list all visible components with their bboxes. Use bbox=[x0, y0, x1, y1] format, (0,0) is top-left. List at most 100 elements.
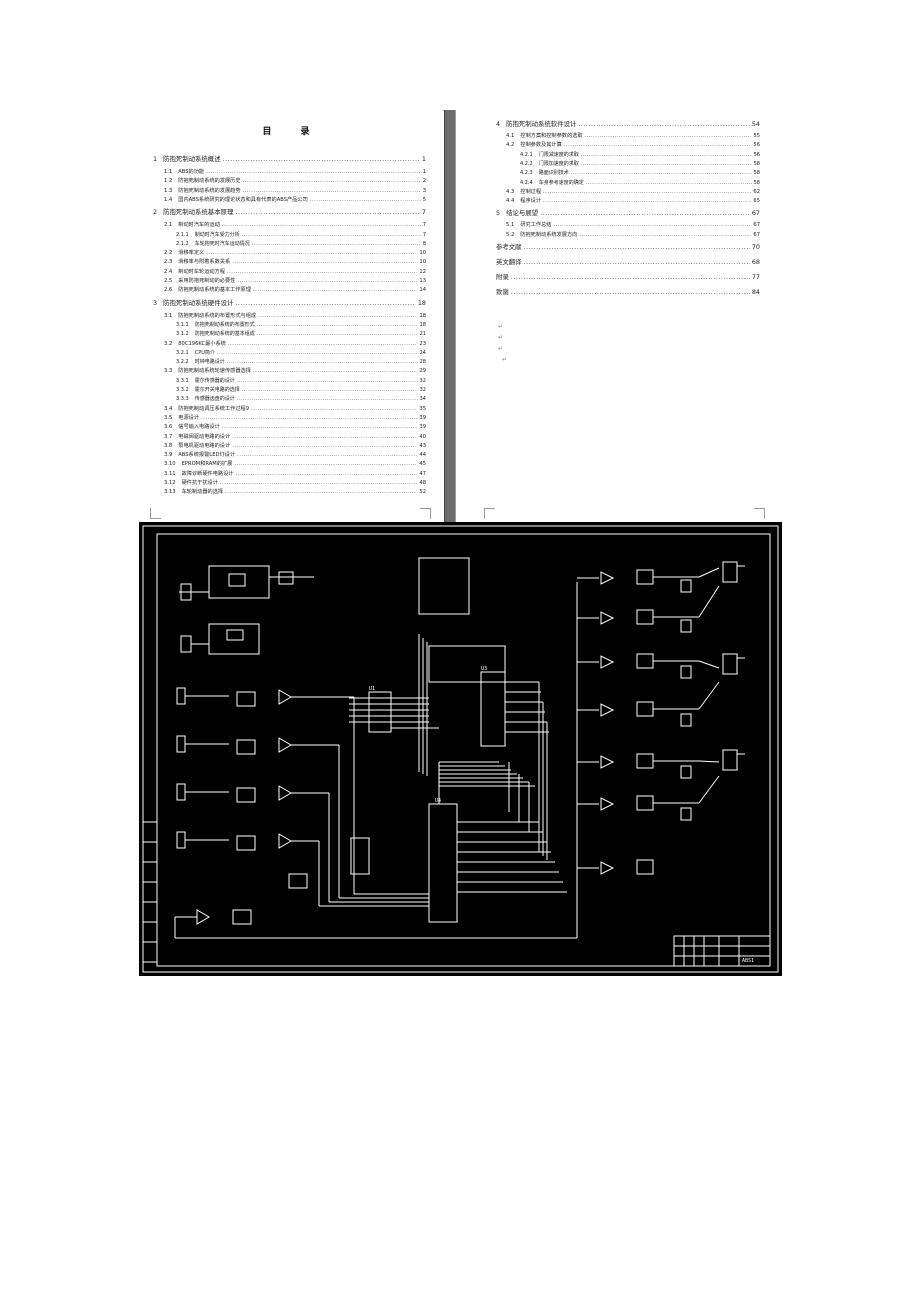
toc-entry-page: 10 bbox=[419, 250, 426, 257]
toc-entry[interactable]: 4防抱死制动系统软件设计54 bbox=[496, 119, 760, 128]
toc-entry[interactable]: 3.1防抱死制动系统的布置形式与组成18 bbox=[164, 312, 426, 319]
toc-entry-number: 4 bbox=[496, 120, 501, 128]
toc-entry-title: 防抱死制动系统的基本组成 bbox=[194, 331, 255, 338]
toc-entry[interactable]: 2.1.1制动时汽车受力分析7 bbox=[176, 231, 426, 238]
chip-mid bbox=[480, 671, 506, 747]
toc-entry[interactable]: 5.2防抱死制动系统发展方向67 bbox=[506, 231, 760, 238]
toc-entry-title: 防抱死制动系统的布置形式与组成 bbox=[178, 312, 257, 319]
toc-entry[interactable]: 3.12硬件抗干扰设计48 bbox=[164, 479, 426, 486]
toc-entry[interactable]: 4.2.3路面识别技术58 bbox=[520, 169, 760, 176]
toc-leader-dots bbox=[232, 443, 417, 449]
toc-entry-title: 硬件抗干扰设计 bbox=[181, 480, 218, 486]
toc-entry[interactable]: 4.2控制参数及其计算56 bbox=[506, 141, 760, 148]
toc-entry[interactable]: 3.1.1防抱死制动系统的布置形式18 bbox=[176, 321, 426, 328]
toc-entry-number: 1.1 bbox=[164, 169, 173, 175]
latch-chip-label: U1 bbox=[369, 686, 375, 692]
toc-leader-dots bbox=[201, 415, 417, 421]
toc-entry[interactable]: 1防抱死制动系统概述1 bbox=[153, 154, 426, 163]
toc-entry[interactable]: 5结论与展望67 bbox=[496, 208, 760, 217]
toc-entry[interactable]: 3.7电磁阀驱动电路的设计40 bbox=[164, 433, 426, 440]
toc-entry[interactable]: 2.5采用防抱死制动的必要性13 bbox=[164, 277, 426, 284]
toc-entry-title: 门限减速度的求取 bbox=[538, 151, 579, 158]
toc-leader-dots bbox=[553, 222, 751, 228]
toc-entry-title: ABS系统报警LED灯设计 bbox=[178, 452, 236, 459]
toc-entry[interactable]: 2.3滑移率与附着系数关系10 bbox=[164, 258, 426, 265]
toc-entry[interactable]: 4.1控制方案和控制参数的选取55 bbox=[506, 132, 760, 139]
toc-entry[interactable]: 1.1ABS的功能1 bbox=[164, 168, 426, 175]
toc-entry[interactable]: 1.4国内ABS系统研究的理论状态和具有代表的ABS产品公司5 bbox=[164, 196, 426, 203]
toc-leader-dots bbox=[543, 189, 751, 195]
toc-entry-number: 2.5 bbox=[164, 278, 173, 284]
toc-entry-page: 44 bbox=[419, 452, 426, 459]
toc-entry-number: 3.12 bbox=[164, 480, 176, 486]
toc-entry[interactable]: 4.4程序设计65 bbox=[506, 197, 760, 204]
toc-entry-page: 58 bbox=[753, 160, 760, 167]
toc-entry-number: 3.3 bbox=[164, 368, 173, 375]
toc-leader-dots bbox=[581, 152, 752, 158]
toc-entry-title: 信号输入电路设计 bbox=[178, 424, 220, 431]
toc-entry[interactable]: 3.3防抱死制动系统轮速传感器选择29 bbox=[164, 367, 426, 374]
toc-entry[interactable]: 英文翻译68 bbox=[496, 257, 760, 266]
toc-entry[interactable]: 3.2.2时钟电路设计28 bbox=[176, 358, 426, 365]
toc-entry[interactable]: 参考文献70 bbox=[496, 242, 760, 251]
title-block-name: ABS1 bbox=[742, 958, 754, 964]
toc-page-right: 4防抱死制动系统软件设计54 4.1控制方案和控制参数的选取55 4.2控制参数及其… bbox=[456, 110, 780, 520]
toc-entry-title: 故障诊断硬件电路设计 bbox=[181, 470, 234, 477]
toc-entry[interactable]: 4.2.2门限加速度的求取58 bbox=[520, 160, 760, 167]
toc-entry[interactable]: 3.11故障诊断硬件电路设计47 bbox=[164, 470, 426, 477]
toc-entry-title: 车轮制动器的选择 bbox=[181, 489, 224, 496]
toc-entry-number: 2.2 bbox=[164, 250, 173, 257]
toc-entry[interactable]: 3.2.1CPU简介24 bbox=[176, 349, 426, 356]
toc-entry-number: 1 bbox=[153, 155, 158, 163]
toc-entry[interactable]: 2.2滑移率定义10 bbox=[164, 249, 426, 256]
toc-entry[interactable]: 4.3控制过程62 bbox=[506, 188, 760, 195]
toc-entry[interactable]: 3.9ABS系统报警LED灯设计44 bbox=[164, 451, 426, 458]
toc-entry[interactable]: 3.13车轮制动器的选择52 bbox=[164, 488, 426, 495]
toc-entry-title: ABS的功能 bbox=[178, 169, 205, 175]
toc-entry[interactable]: 1.3防抱死制动系统的发展趋势3 bbox=[164, 187, 426, 194]
toc-entry[interactable]: 2防抱死制动系统基本原理7 bbox=[153, 207, 426, 216]
drawing-inner-border bbox=[156, 533, 771, 967]
title-block bbox=[673, 935, 771, 967]
toc-entry[interactable]: 3.5电源设计39 bbox=[164, 414, 426, 421]
toc-entry-page: 67 bbox=[753, 222, 760, 229]
toc-entry[interactable]: 3.10EPROM和RAM的扩展45 bbox=[164, 460, 426, 467]
toc-entry[interactable]: 5.1研究工作总结67 bbox=[506, 221, 760, 228]
toc-entry[interactable]: 4.2.1门限减速度的求取56 bbox=[520, 151, 760, 158]
toc-entry-title: 防抱死制动系统的发展趋势 bbox=[178, 187, 241, 194]
toc-entry[interactable]: 附录77 bbox=[496, 272, 760, 281]
toc-entry-number: 3.2 bbox=[164, 340, 173, 347]
toc-entry[interactable]: 2.6防抱死制动系统的基本工作原理14 bbox=[164, 286, 426, 293]
toc-entry[interactable]: 4.2.4车身参考速度的确定58 bbox=[520, 179, 760, 186]
toc-entry-page: 1 bbox=[421, 155, 426, 163]
toc-leader-dots bbox=[511, 288, 750, 296]
toc-entry[interactable]: 3.8泵电机驱动电路的设计43 bbox=[164, 442, 426, 449]
toc-entry[interactable]: 3.1.2防抱死制动系统的基本组成21 bbox=[176, 330, 426, 337]
toc-leader-dots bbox=[540, 209, 750, 217]
toc-leader-dots bbox=[578, 120, 749, 128]
toc-entry[interactable]: 2.4制动时车轮运动方程12 bbox=[164, 268, 426, 275]
toc-entry[interactable]: 1.2防抱死制动系统的发展历史2 bbox=[164, 177, 426, 184]
toc-entry-page: 24 bbox=[419, 349, 426, 356]
toc-entry-page: 3 bbox=[422, 187, 426, 194]
toc-entry[interactable]: 3.3.2霍尔开关电路的选择32 bbox=[176, 386, 426, 393]
toc-entry-page: 45 bbox=[419, 461, 426, 468]
toc-entry-page: 84 bbox=[751, 288, 760, 296]
toc-leader-dots bbox=[235, 299, 415, 307]
toc-entry[interactable]: 3.6信号输入电路设计39 bbox=[164, 423, 426, 430]
toc-entry-title: 控制方案和控制参数的选取 bbox=[520, 133, 583, 139]
toc-entry[interactable]: 3.280C196KC最小系统23 bbox=[164, 340, 426, 347]
toc-entry[interactable]: 3防抱死制动系统硬件设计18 bbox=[153, 298, 426, 307]
toc-entry[interactable]: 3.3.1霍尔传感器的设计32 bbox=[176, 377, 426, 384]
toc-leader-dots bbox=[237, 378, 418, 384]
toc-entry[interactable]: 3.4防抱死制动调压系统工作过程935 bbox=[164, 405, 426, 412]
toc-entry-number: 2 bbox=[153, 208, 158, 217]
toc-entry-number: 3.6 bbox=[164, 424, 173, 431]
toc-leader-dots bbox=[581, 161, 752, 167]
toc-entry[interactable]: 2.1.2车轮抱死时汽车运动情况8 bbox=[176, 240, 426, 247]
toc-entry[interactable]: 2.1制动时汽车的运动7 bbox=[164, 221, 426, 228]
toc-entry[interactable]: 3.3.3传感器齿盘的设计34 bbox=[176, 395, 426, 402]
toc-entry-page: 34 bbox=[419, 396, 426, 403]
toc-entry[interactable]: 致谢84 bbox=[496, 287, 760, 296]
toc-leader-dots bbox=[237, 452, 417, 458]
